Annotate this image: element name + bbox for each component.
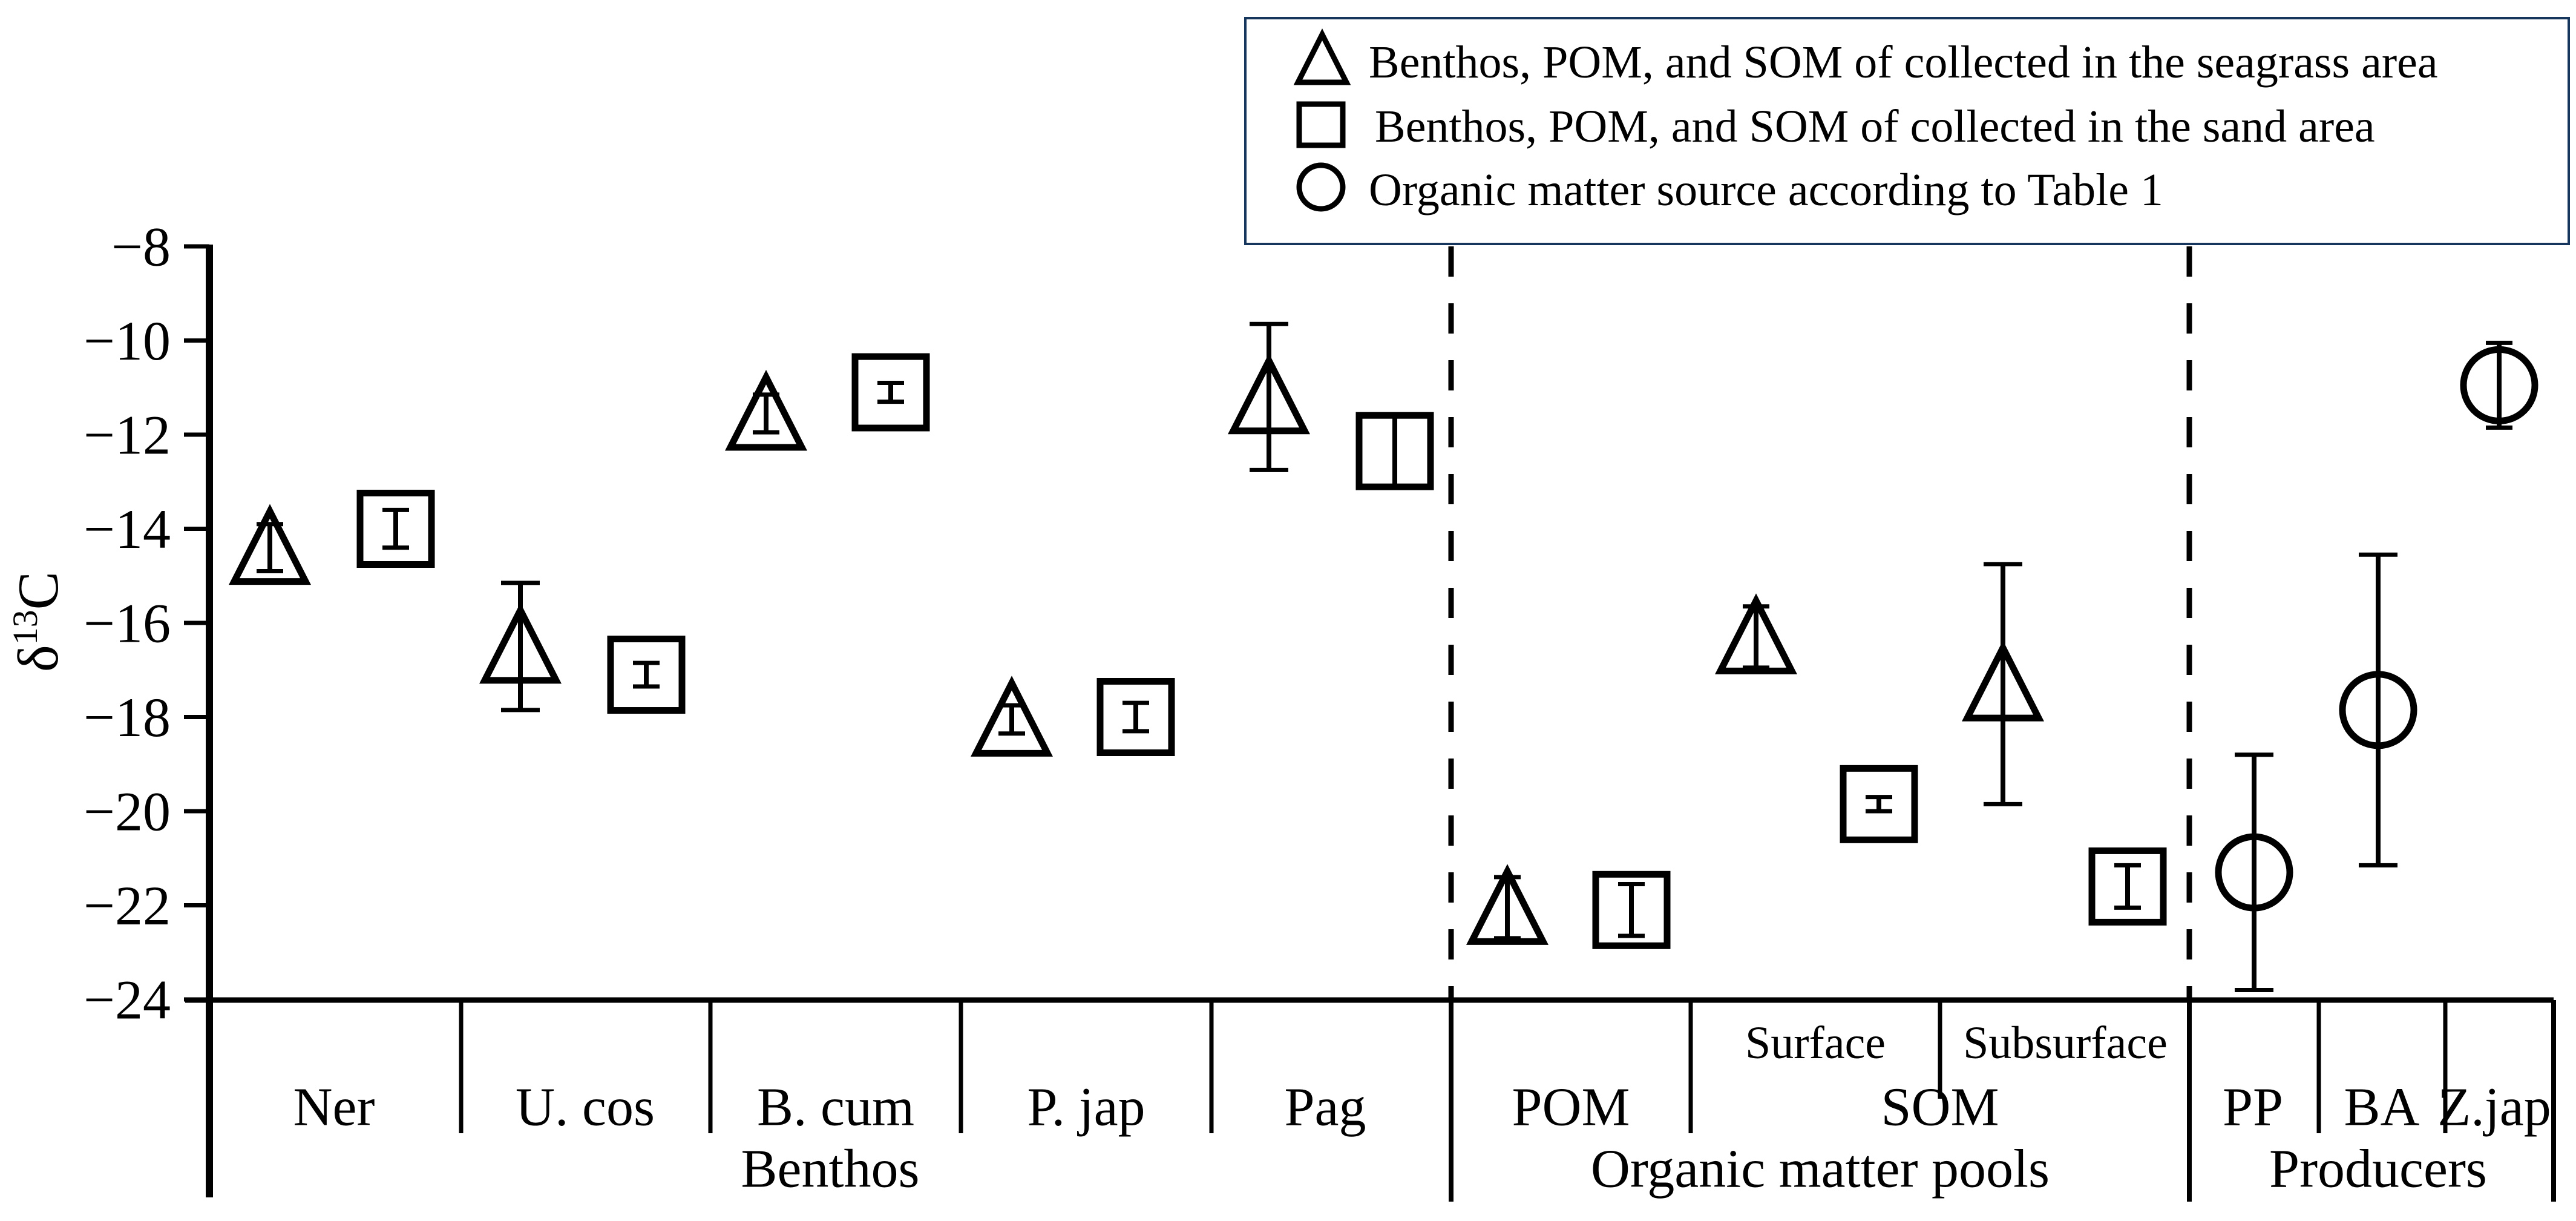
x-category-label: PP: [2223, 1078, 2283, 1137]
x-category-label: Z.jap: [2437, 1078, 2551, 1137]
data-point-b-cum-seagrass: [725, 369, 807, 451]
square-marker: [851, 353, 930, 432]
y-axis-title: δ13C: [5, 571, 70, 672]
legend-square-icon: [1296, 101, 1346, 148]
data-point-b-cum-sand: [851, 353, 930, 432]
y-tick-label: −18: [84, 686, 171, 748]
x-category-label: B. cum: [757, 1078, 914, 1137]
data-point-u-cos-sand: [607, 636, 686, 714]
triangle-marker: [1466, 864, 1549, 945]
data-point-pom-sand: [1592, 870, 1671, 949]
y-tick-label: −10: [84, 310, 171, 372]
data-point-ner-seagrass: [229, 504, 311, 585]
x-category-label: BA: [2344, 1078, 2419, 1137]
circle-marker: [2460, 346, 2538, 424]
data-point-p-jap-sand: [1096, 678, 1175, 756]
square-marker: [1840, 765, 1918, 843]
x-sub-label: Surface: [1745, 1018, 1886, 1068]
y-tick-label: −14: [84, 498, 171, 560]
data-point-u-cos-seagrass: [479, 581, 562, 713]
square-marker: [1592, 870, 1671, 949]
triangle-marker: [1715, 593, 1797, 674]
data-point-p-jap-seagrass: [971, 676, 1053, 757]
y-tick-label: −22: [84, 875, 171, 936]
triangle-marker: [229, 504, 311, 585]
data-point-ner-sand: [356, 490, 435, 568]
legend-entry-sand: Benthos, POM, and SOM of collected in th…: [1375, 101, 2375, 152]
square-marker: [2088, 847, 2167, 926]
circle-marker: [2339, 671, 2417, 749]
data-point-som-surface-sand: [1840, 765, 1918, 843]
triangle-marker: [479, 602, 562, 684]
data-point-som-subsurface-sand: [2088, 847, 2167, 926]
triangle-marker: [971, 676, 1053, 757]
triangle-marker: [1228, 353, 1310, 435]
y-tick-label: −8: [111, 216, 171, 277]
y-tick-label: −12: [84, 404, 171, 466]
data-point-pom-seagrass: [1466, 864, 1549, 945]
axes-layer: −8 −10 −12 −14 −16 −18 −20 −22 −24 δ13C: [5, 216, 2554, 1197]
x-group-label: Benthos: [741, 1139, 919, 1199]
square-marker: [1355, 412, 1434, 490]
x-category-label: Ner: [293, 1078, 375, 1137]
data-point-ba-source: [2339, 552, 2417, 867]
x-sub-label: Subsurface: [1963, 1018, 2168, 1068]
data-point-som-subsurface-seagrass: [1962, 562, 2044, 806]
legend-circle-icon: [1296, 162, 1346, 212]
square-marker: [356, 490, 435, 568]
data-point-som-surface-seagrass: [1715, 593, 1797, 674]
data-point-pp-source: [2215, 752, 2293, 992]
y-tick-label: −24: [84, 969, 171, 1030]
x-group-label: Producers: [2269, 1139, 2487, 1199]
y-tick-label: −16: [84, 592, 171, 654]
x-category-label: Pag: [1285, 1078, 1366, 1137]
legend-entry-source: Organic matter source according to Table…: [1369, 165, 2163, 216]
x-category-label: SOM: [1881, 1078, 1999, 1137]
x-category-label: U. cos: [516, 1078, 655, 1137]
x-group-label: Organic matter pools: [1591, 1139, 2050, 1199]
legend: Benthos, POM, and SOM of collected in th…: [1244, 17, 2570, 245]
data-point-pag-seagrass: [1228, 321, 1310, 472]
legend-triangle-icon: [1293, 28, 1351, 85]
x-category-label: POM: [1512, 1078, 1630, 1137]
triangle-marker: [1962, 640, 2044, 722]
triangle-marker: [725, 369, 807, 451]
legend-box: [1244, 17, 2570, 245]
legend-entry-seagrass: Benthos, POM, and SOM of collected in th…: [1369, 37, 2438, 88]
x-axis-labels-layer: Ner U. cos B. cum P. jap Pag POM SOM PP BA Z.jap S…: [293, 1000, 2556, 1202]
square-marker: [1096, 678, 1175, 756]
y-tick-label: −20: [84, 780, 171, 842]
data-points-layer: [229, 321, 2538, 992]
square-marker: [607, 636, 686, 714]
data-point-z-jap-source: [2460, 340, 2538, 430]
circle-marker: [2215, 833, 2293, 912]
x-category-label: P. jap: [1027, 1078, 1145, 1137]
data-point-pag-sand: [1355, 412, 1434, 490]
